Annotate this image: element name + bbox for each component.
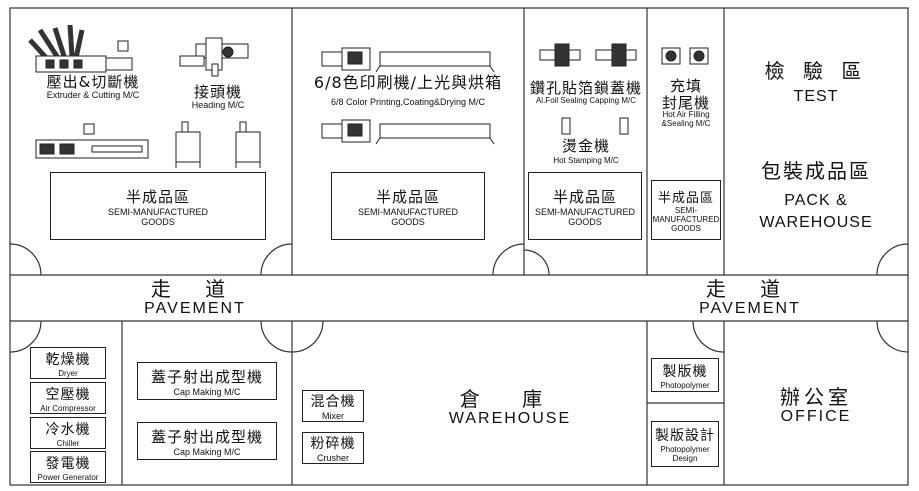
chiller-box: 冷水機 Chiller <box>30 417 106 449</box>
cap-making-box: 蓋子射出成型機 Cap Making M/C <box>137 362 277 400</box>
hot-stamping-label: 燙金機 Hot Stamping M/C <box>553 137 619 165</box>
door-swing <box>260 320 293 353</box>
semi-goods-box: 半成品區 SEMI-MANUFACTURED GOODS <box>528 172 642 240</box>
foil-sealing-machine-icon <box>539 43 637 135</box>
extruder-machine-icon <box>28 24 133 73</box>
dryer-box: 乾燥機 Dryer <box>30 347 106 379</box>
door-swing <box>291 320 324 353</box>
power-generator-box: 發電機 Power Generator <box>30 451 106 483</box>
semi-goods-box: 半成品區 SEMI- MANUFACTURED GOODS <box>651 180 721 240</box>
door-swing <box>9 243 42 276</box>
foil-sealing-label: 鑽孔貼箔鎖蓋機 Al.Foil Sealing Capping M/C <box>529 79 642 105</box>
extruder-label: 壓出&切斷機 Extruder & Cutting M/C <box>46 73 140 100</box>
warehouse-label: 倉 庫 WAREHOUSE <box>448 387 572 427</box>
cap-making-box: 蓋子射出成型機 Cap Making M/C <box>137 422 277 460</box>
photopolymer-box: 製版機 Photopolymer <box>651 358 719 392</box>
pavement-label: 走 道 PAVEMENT <box>144 277 246 317</box>
test-area-label: 檢 驗 區 TEST <box>764 59 868 105</box>
hot-air-label: 充填 封尾機 Hot Air Filling &Sealing M/C <box>661 77 711 128</box>
photopolymer-design-box: 製版設計 Photopolymer Design <box>651 421 719 467</box>
semi-goods-box: 半成品區 SEMI-MANUFACTURED GOODS <box>331 172 485 240</box>
printing-label: 6/8色印刷機/上光與烘箱 6/8 Color Printing,Coating… <box>313 73 503 107</box>
air-compressor-box: 空壓機 Air Compressor <box>30 382 106 414</box>
door-swing <box>876 243 909 276</box>
pack-warehouse-label: 包裝成品區 PACK & WAREHOUSE <box>759 159 873 231</box>
crusher-box: 粉碎機 Crusher <box>302 432 364 464</box>
hot-air-filling-machine-icon <box>661 47 709 65</box>
door-swing <box>492 243 525 276</box>
mixer-box: 混合機 Mixer <box>302 390 364 422</box>
semi-goods-box: 半成品區 SEMI-MANUFACTURED GOODS <box>50 172 266 240</box>
door-swing <box>260 243 293 276</box>
pavement-label: 走 道 PAVEMENT <box>699 277 801 317</box>
heading-machine-icon <box>179 37 249 77</box>
door-swing <box>9 320 42 353</box>
heading-label: 接頭機 Heading M/C <box>191 83 245 110</box>
door-swing <box>876 320 909 353</box>
heading-stations-icon <box>175 121 261 168</box>
extruder-line-icon <box>35 123 149 159</box>
door-swing <box>692 320 725 353</box>
printing-machine-icon <box>321 47 495 145</box>
office-label: 辦公室 OFFICE <box>780 385 852 425</box>
door-swing <box>523 249 550 276</box>
building-outline <box>9 7 909 486</box>
